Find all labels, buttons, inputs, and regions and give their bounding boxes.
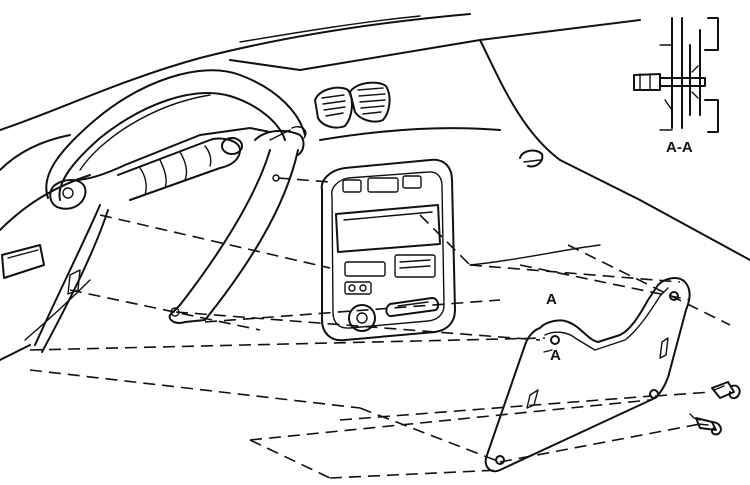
dashboard-switch [519, 149, 544, 168]
dashboard-top-edge [0, 13, 641, 131]
section-mark-lower: A [550, 347, 561, 364]
left-vent-slot [1, 244, 45, 279]
steering-column [117, 137, 243, 201]
side-cover-panel [484, 277, 691, 473]
section-view-caption: A-A [666, 139, 693, 156]
screw-lower [689, 413, 722, 436]
section-mark-upper: A [546, 291, 557, 308]
section-view-a-a [633, 17, 719, 133]
left-trim-panel [34, 179, 109, 353]
screw-upper [711, 381, 741, 400]
center-air-vents [314, 81, 391, 129]
projection-lines [29, 177, 731, 479]
instrument-cluster-hood [45, 69, 306, 201]
center-console-bezel [320, 158, 456, 342]
dashboard-face [0, 39, 750, 361]
